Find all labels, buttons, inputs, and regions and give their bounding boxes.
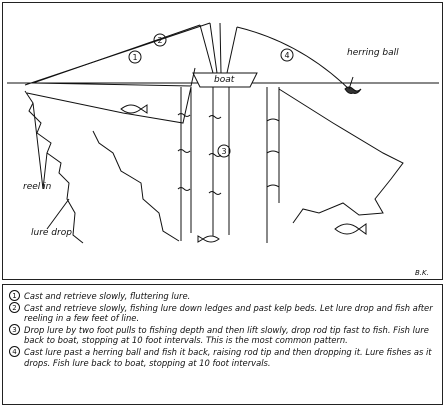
legend-panel: 1 Cast and retrieve slowly, fluttering l… xyxy=(2,284,443,405)
fishing-rods xyxy=(199,22,238,74)
marker-3-circle xyxy=(217,144,231,158)
legend-item-4: 4 Cast lure past a herring ball and fish… xyxy=(9,345,434,368)
boat xyxy=(192,72,258,88)
legend-item-1: 1 Cast and retrieve slowly, fluttering l… xyxy=(9,290,434,302)
marker-3: 3 xyxy=(221,147,226,156)
artist-initials: B.K. xyxy=(415,269,429,277)
marker-4: 4 xyxy=(284,51,289,60)
reel-in-label: reel in xyxy=(23,182,52,192)
retrieve-path-2 xyxy=(26,86,192,124)
marker-1-circle xyxy=(128,50,142,64)
marker-2: 2 xyxy=(157,36,162,45)
herring-ball-pointer xyxy=(348,76,354,90)
reel-in-pointer xyxy=(32,102,48,190)
herring-ball-label: herring ball xyxy=(347,48,399,58)
marker-4-circle xyxy=(280,48,294,62)
marker-2-circle xyxy=(153,33,167,47)
cast-line-2 xyxy=(24,22,211,86)
fish-left xyxy=(120,104,148,114)
marker-1: 1 xyxy=(132,53,137,62)
legend-number-3: 3 xyxy=(9,323,20,335)
legend-text-1: Cast and retrieve slowly, fluttering lur… xyxy=(24,291,191,301)
legend-number-4: 4 xyxy=(9,345,20,357)
fish-right xyxy=(334,223,367,235)
legend-text-4: Cast lure past a herring ball and fish i… xyxy=(24,346,432,368)
lure-drop-pointer xyxy=(46,198,70,230)
lure-stop-marks xyxy=(177,113,222,195)
legend-item-2: 2 Cast and retrieve slowly, fishing lure… xyxy=(9,301,434,324)
legend-item-3: 3 Drop lure by two foot pulls to fishing… xyxy=(9,323,434,346)
vertical-lines xyxy=(180,87,230,241)
legend-number-2: 2 xyxy=(9,301,20,313)
lure-drop-label: lure drop xyxy=(31,228,72,238)
retrieve-path-1 xyxy=(32,67,196,87)
fish-bottom xyxy=(197,235,220,243)
herring-ball xyxy=(344,86,362,94)
boat-label: boat xyxy=(214,75,235,85)
legend-text-2: Cast and retrieve slowly, fishing lure d… xyxy=(24,302,433,324)
fishing-diagram: 1 2 3 4 boat herring ball reel in lure d… xyxy=(7,22,439,277)
cast-line-4 xyxy=(236,26,354,94)
legend-text-3: Drop lure by two foot pulls to fishing d… xyxy=(24,324,429,346)
right-ledge xyxy=(278,88,404,224)
ledge-zigzag xyxy=(24,90,84,244)
diagram-panel: 1 2 3 4 boat herring ball reel in lure d… xyxy=(2,2,443,280)
bottom-ledge xyxy=(92,130,180,242)
pattern-4-lines xyxy=(266,87,280,243)
legend-number-1: 1 xyxy=(9,290,20,301)
